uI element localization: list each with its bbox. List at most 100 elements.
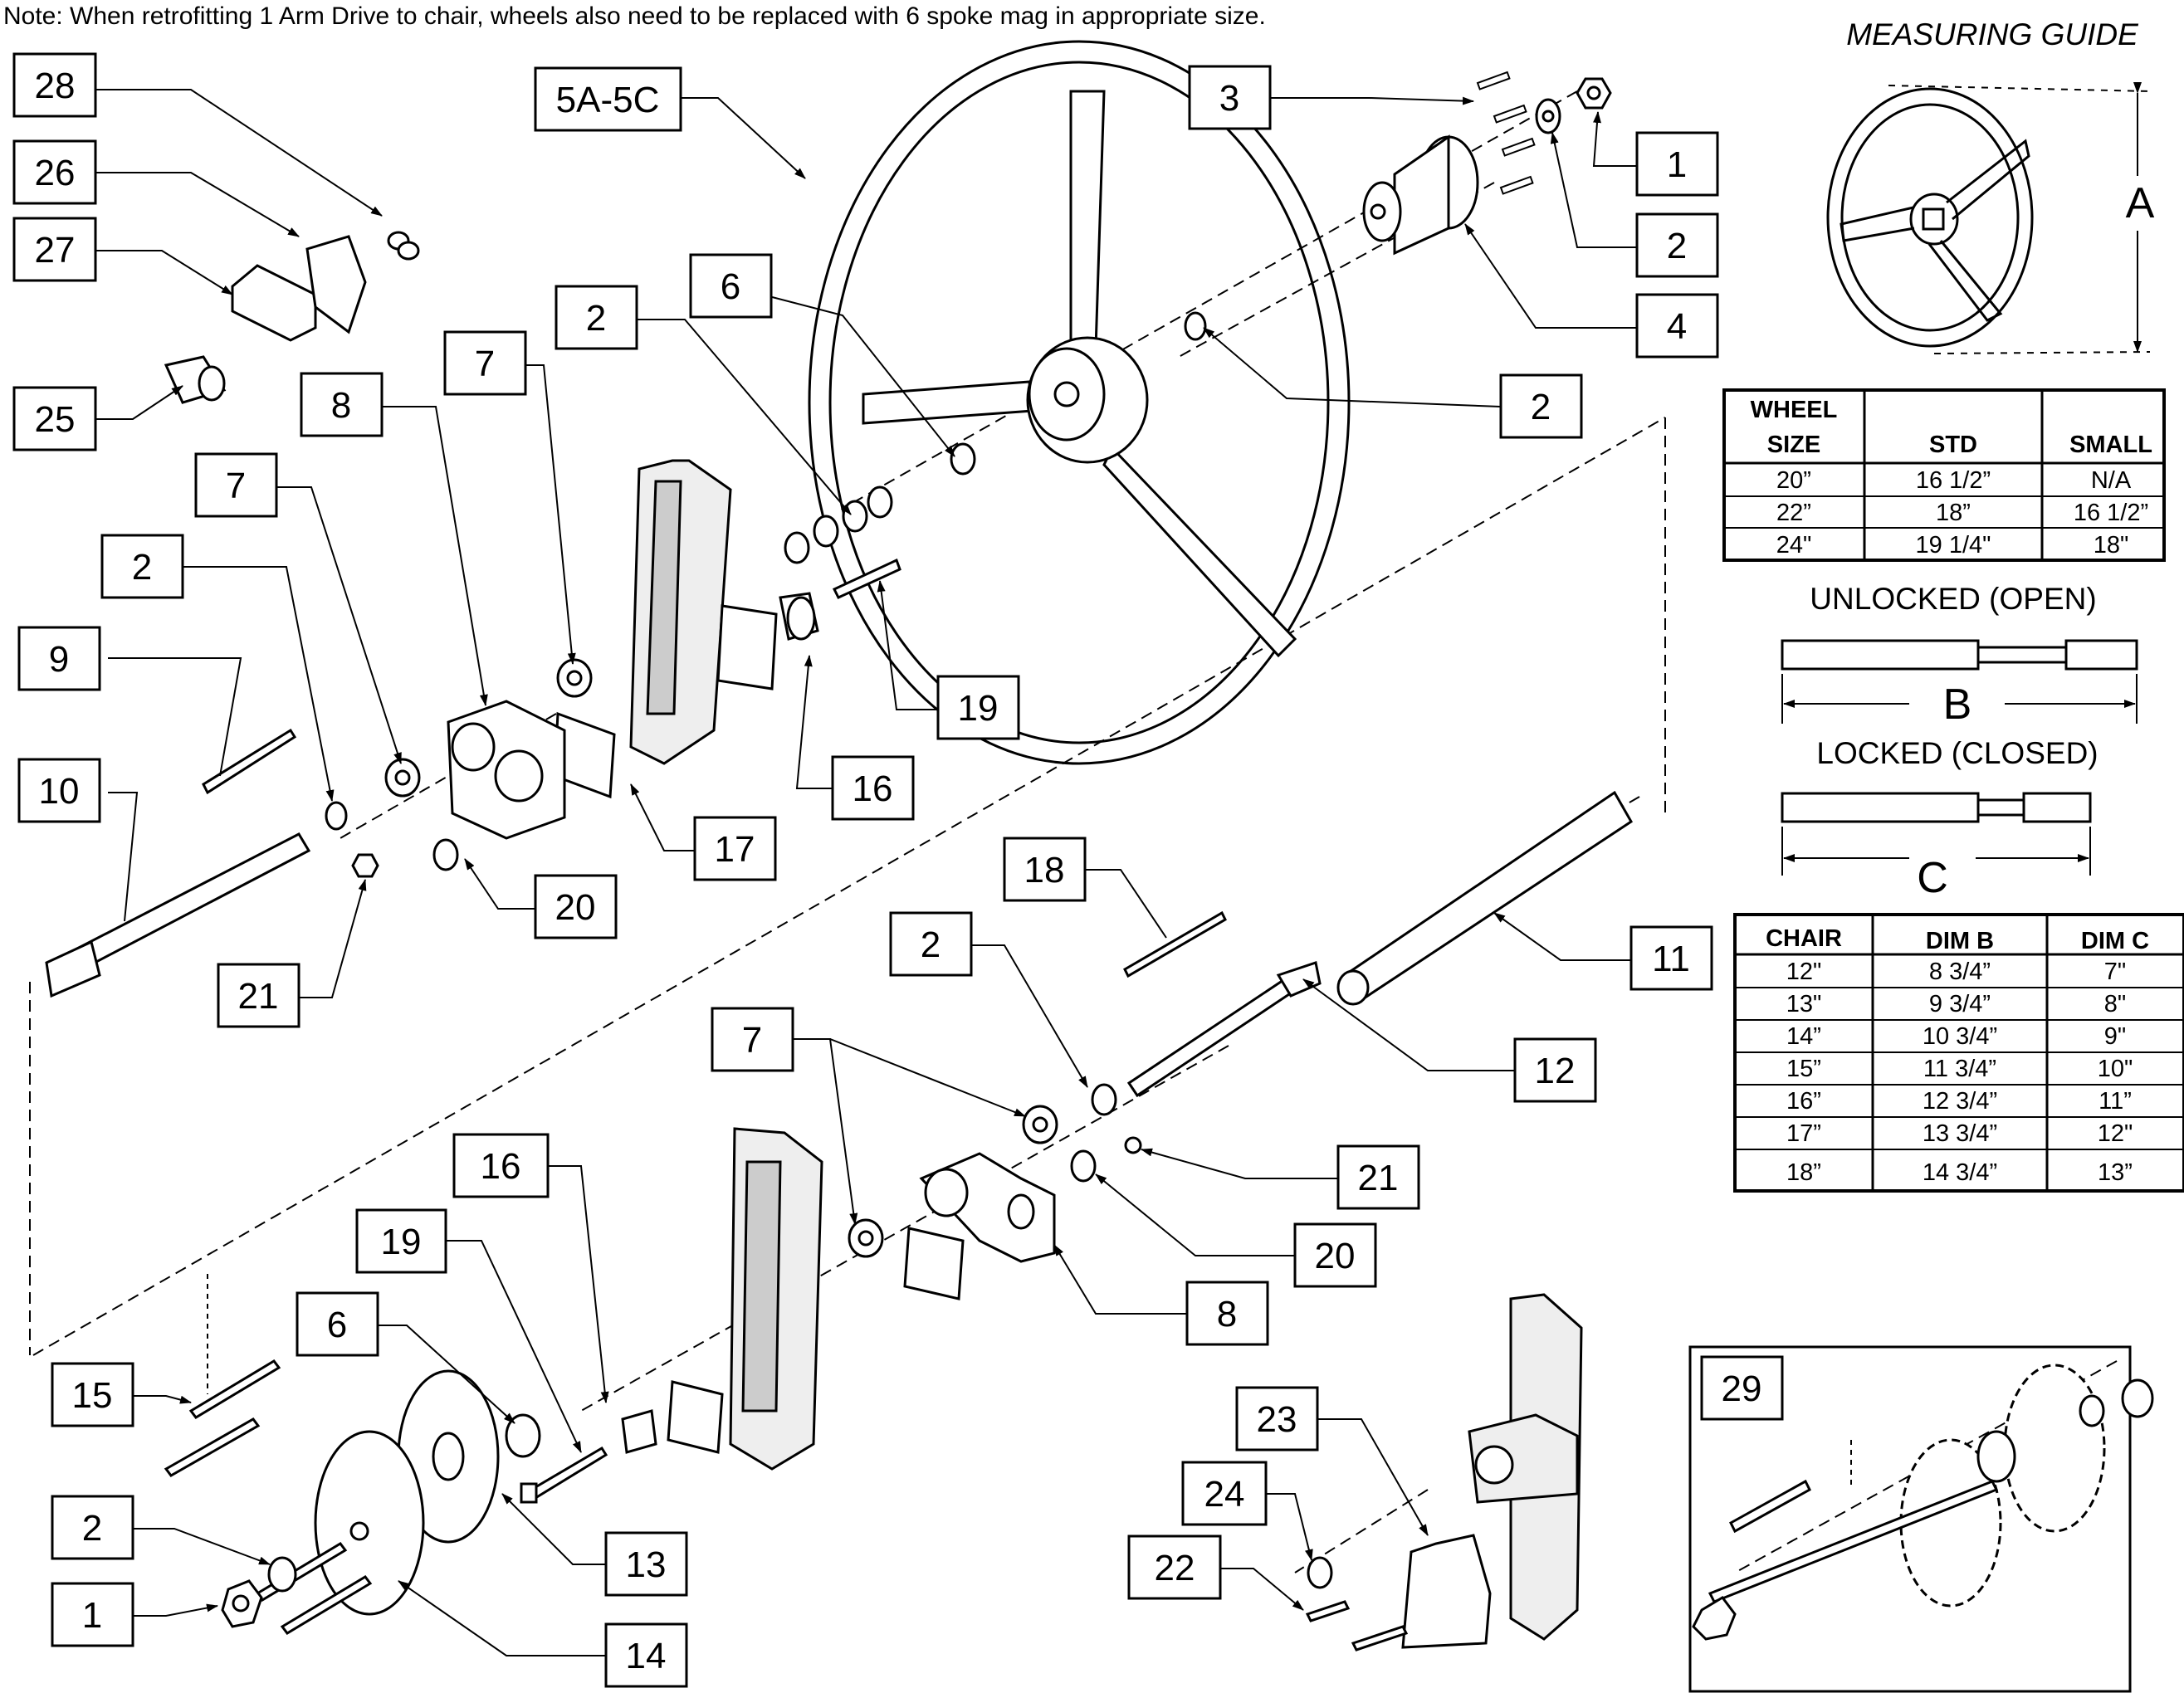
callout-2: 2 — [82, 1508, 102, 1549]
callout-1: 1 — [1667, 144, 1687, 185]
lower-small-parts — [505, 1136, 1142, 1458]
chair-table-header-chair: CHAIR — [1766, 925, 1842, 952]
callout-10: 10 — [39, 771, 80, 812]
callout-11: 11 — [1652, 939, 1690, 979]
callout-16: 16 — [481, 1146, 521, 1187]
chair-table-cell: 17” — [1786, 1120, 1821, 1147]
wheel-size-table — [1722, 388, 2166, 562]
dimension-c-label: C — [1917, 854, 1948, 902]
chair-table-cell: 9" — [2104, 1023, 2126, 1050]
chair-table-cell: 12 3/4” — [1923, 1088, 1997, 1115]
callout-12: 12 — [1535, 1051, 1576, 1091]
chair-table-cell: 14 3/4” — [1923, 1159, 1997, 1186]
tube-part-11 — [1336, 790, 1633, 1006]
lower-bolt-19 — [520, 1446, 608, 1504]
hub-discs-13-14 — [314, 1369, 500, 1616]
chair-table-cell: 8" — [2104, 991, 2126, 1017]
callout-17: 17 — [715, 829, 755, 870]
wheel-table-header-small: SMALL — [2069, 432, 2152, 458]
callout-22: 22 — [1155, 1548, 1195, 1588]
callout-25: 25 — [35, 399, 76, 440]
callout-2: 2 — [921, 925, 941, 965]
callout-24: 24 — [1204, 1474, 1245, 1515]
lower-plates-16-17 — [667, 1227, 965, 1454]
callout-3: 3 — [1219, 78, 1239, 119]
dimension-c-line — [1781, 827, 2091, 876]
dimension-a-label: A — [2126, 179, 2155, 227]
upper-small-parts — [202, 728, 459, 878]
detail-29-illustration — [1692, 1364, 2154, 1641]
callout-2: 2 — [586, 298, 606, 339]
chair-table-cell: 12" — [1786, 959, 1822, 985]
callout-15: 15 — [72, 1375, 113, 1416]
wheel-table-cell: 22” — [1776, 500, 1811, 526]
callout-19: 19 — [381, 1222, 422, 1262]
chair-table-cell: 11 3/4” — [1923, 1056, 1996, 1082]
hub-washer-and-nut — [1535, 77, 1612, 134]
callout-19: 19 — [958, 688, 999, 729]
wheel-table-cell: 24" — [1776, 532, 1812, 559]
callout-27: 27 — [35, 230, 76, 271]
lock-lever-23 — [1401, 1534, 1492, 1649]
upper-bearings-7 — [384, 658, 593, 798]
chair-table-cell: 14” — [1786, 1023, 1821, 1050]
callout-7: 7 — [226, 466, 246, 506]
callout-18: 18 — [1024, 850, 1065, 890]
callout-1: 1 — [82, 1595, 102, 1636]
lower-bearing-housing-8 — [919, 1152, 1056, 1263]
upper-bearing-housing-8 — [447, 700, 566, 840]
washer-part-2 — [1184, 311, 1207, 341]
knob-part-25 — [164, 355, 227, 404]
locked-rod-illustration — [1781, 792, 2092, 823]
wheel-hub-adapter — [1362, 134, 1479, 256]
center-washers — [784, 442, 976, 564]
callout-26: 26 — [35, 153, 76, 193]
wheel-table-cell: 20” — [1776, 467, 1811, 494]
wheel-table-cell: 19 1/4" — [1916, 532, 1991, 559]
spacer-and-bolt-upper — [779, 558, 901, 641]
callout-20: 20 — [555, 887, 596, 928]
lock-assembly-frame — [1468, 1293, 1583, 1641]
wheel-table-header-wheel: WHEEL — [1751, 397, 1838, 423]
chair-table-cell: 12" — [2098, 1120, 2133, 1147]
callout-6: 6 — [327, 1305, 347, 1345]
callout-boxes — [12, 52, 1784, 1688]
lock-spring-and-screws — [1305, 1556, 1409, 1652]
callout-2: 2 — [1531, 387, 1551, 427]
chair-table-cell: 9 3/4” — [1929, 991, 1991, 1017]
chair-table-cell: 13" — [1786, 991, 1822, 1017]
measuring-guide-title: MEASURING GUIDE — [1846, 17, 2139, 51]
hub-bolts — [1476, 71, 1536, 195]
wheel-table-cell: 16 1/2” — [2074, 500, 2148, 526]
dimension-b-label: B — [1943, 681, 1972, 729]
callout-2: 2 — [1667, 226, 1687, 266]
wheel-table-header-std: STD — [1929, 432, 1977, 458]
chair-table-header-dim-b: DIM B — [1926, 928, 1994, 954]
callout-13: 13 — [626, 1544, 667, 1585]
measuring-wheel-illustration — [1826, 87, 2034, 348]
callout-14: 14 — [626, 1636, 667, 1676]
chair-table-cell: 7" — [2104, 959, 2126, 985]
callout-2: 2 — [132, 547, 152, 588]
upper-frame-clamp — [629, 459, 732, 765]
callout-7: 7 — [475, 344, 495, 384]
upper-plate-16 — [716, 604, 778, 690]
washer-part-2-right — [1091, 1083, 1117, 1116]
callout-21: 21 — [1358, 1158, 1399, 1198]
chair-table-cell: 13” — [2098, 1159, 2133, 1186]
callout-5a-5c: 5A-5C — [556, 80, 660, 120]
callout-28: 28 — [35, 66, 76, 106]
chair-table-cell: 13 3/4” — [1923, 1120, 1997, 1147]
chair-table-cell: 15” — [1786, 1056, 1821, 1082]
callout-4: 4 — [1667, 306, 1687, 347]
chair-table-cell: 18” — [1786, 1159, 1821, 1186]
callout-7: 7 — [742, 1020, 762, 1061]
callout-16: 16 — [853, 768, 893, 809]
unlocked-label: UNLOCKED (OPEN) — [1810, 582, 2096, 616]
callout-23: 23 — [1257, 1399, 1297, 1440]
detail-box-29 — [1688, 1345, 2132, 1693]
locked-label: LOCKED (CLOSED) — [1816, 736, 2098, 770]
chair-table-cell: 8 3/4” — [1929, 959, 1991, 985]
callout-8: 8 — [331, 385, 351, 426]
